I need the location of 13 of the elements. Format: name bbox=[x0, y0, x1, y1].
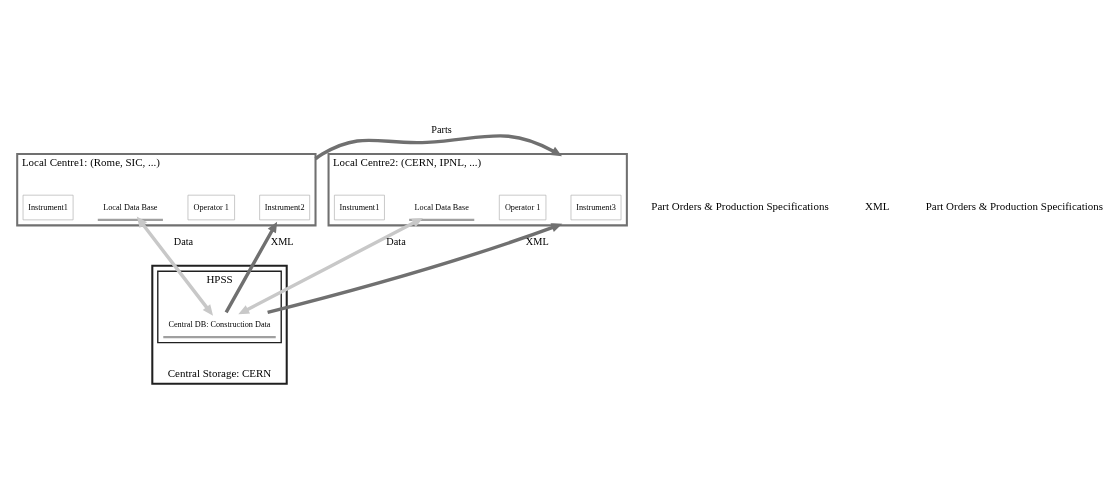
edge-label: XML bbox=[270, 236, 294, 248]
edge-label: Data bbox=[386, 236, 406, 248]
label: Part Orders & Production Specifications bbox=[651, 200, 829, 213]
label: Part Orders & Production Specifications bbox=[925, 200, 1103, 213]
arrow bbox=[238, 217, 423, 315]
arrow bbox=[314, 134, 562, 161]
edge-label: Parts bbox=[431, 124, 452, 136]
arrow bbox=[224, 221, 278, 314]
label: XML bbox=[864, 200, 890, 213]
arrow bbox=[136, 216, 214, 316]
edge-label: XML bbox=[525, 236, 549, 248]
arrow bbox=[267, 223, 563, 315]
edge-label: Data bbox=[173, 236, 194, 248]
